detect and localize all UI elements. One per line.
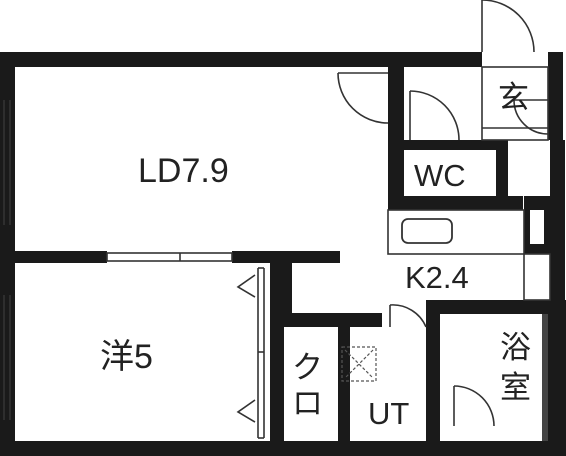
room-label-western: 洋5 [100, 338, 153, 376]
door-swings [337, 0, 549, 427]
room-label-closet-1: ク [292, 350, 323, 385]
room-label-entrance: 玄 [498, 80, 529, 115]
room-label-ld: LD7.9 [138, 152, 229, 190]
closet-chevrons [236, 274, 256, 423]
room-fills [15, 67, 548, 441]
room-label-utility: UT [368, 396, 409, 431]
kitchen-sink [401, 218, 453, 244]
room-label-closet-2: ロ [292, 386, 323, 421]
room-label-kitchen: K2.4 [405, 260, 469, 295]
room-label-bath-2: 室 [500, 370, 531, 405]
washer-symbol [341, 346, 377, 382]
thin-lines [3, 66, 551, 439]
room-label-wc: WC [414, 158, 466, 193]
room-label-bath-1: 浴 [500, 330, 531, 365]
bathroom-outline [542, 314, 548, 441]
